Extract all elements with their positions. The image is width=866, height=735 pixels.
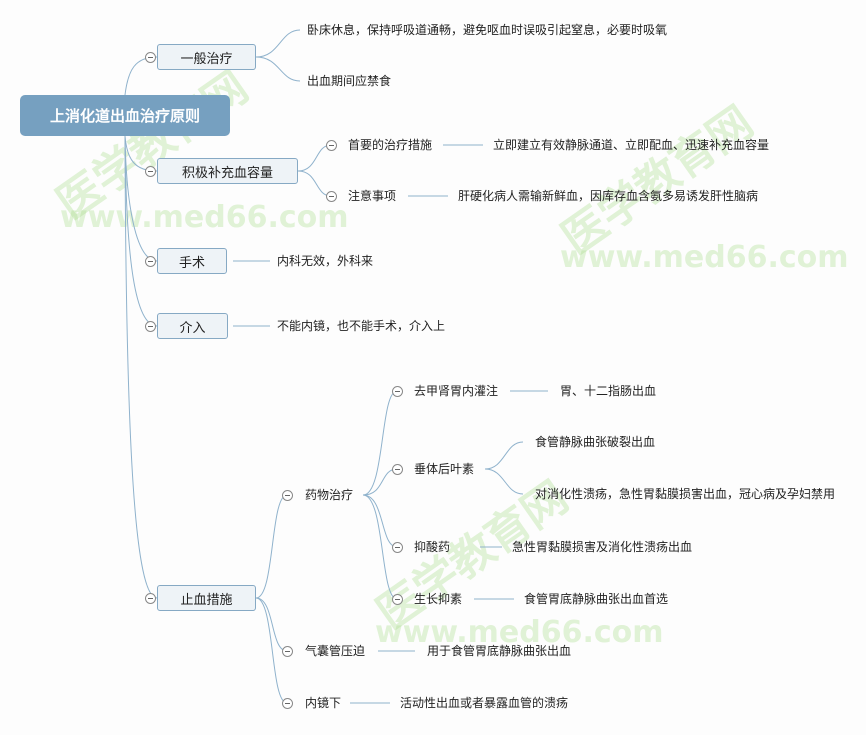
leaf-text: 食管静脉曲张破裂出血: [535, 435, 656, 449]
collapse-icon[interactable]: [145, 593, 156, 604]
node-norepinephrine[interactable]: 去甲肾胃内灌注: [414, 384, 499, 398]
leaf-text: 内科无效，外科来: [277, 254, 374, 268]
collapse-icon[interactable]: [282, 646, 293, 657]
collapse-icon[interactable]: [282, 698, 293, 709]
node-primary[interactable]: 首要的治疗措施: [348, 138, 433, 152]
collapse-icon[interactable]: [392, 594, 403, 605]
collapse-icon[interactable]: [392, 542, 403, 553]
node-vasopressin[interactable]: 垂体后叶素: [414, 462, 475, 476]
leaf-text: 用于食管胃底静脉曲张出血: [427, 644, 572, 658]
node-volume[interactable]: 积极补充血容量: [157, 158, 298, 184]
collapse-icon[interactable]: [282, 490, 293, 501]
node-balloon[interactable]: 气囊管压迫: [305, 644, 366, 658]
node-somatostatin[interactable]: 生长抑素: [414, 592, 463, 606]
leaf-text: 立即建立有效静脉通道、立即配血、迅速补充血容量: [493, 138, 770, 152]
collapse-icon[interactable]: [326, 191, 337, 202]
leaf-text: 胃、十二指肠出血: [560, 384, 657, 398]
node-hemostasis[interactable]: 止血措施: [157, 585, 256, 611]
node-endoscopy[interactable]: 内镜下: [305, 696, 342, 710]
leaf-text: 食管胃底静脉曲张出血首选: [524, 592, 669, 606]
leaf-text: 对消化性溃疡，急性胃黏膜损害出血，冠心病及孕妇禁用: [535, 487, 836, 501]
node-notice[interactable]: 注意事项: [348, 189, 397, 203]
collapse-icon[interactable]: [392, 464, 403, 475]
collapse-icon[interactable]: [145, 256, 156, 267]
leaf-text: 卧床休息，保持呼吸道通畅，避免呕血时误吸引起窒息，必要时吸氧: [307, 23, 668, 37]
collapse-icon[interactable]: [145, 321, 156, 332]
node-surgery[interactable]: 手术: [157, 248, 227, 274]
leaf-text: 不能内镜，也不能手术，介入上: [277, 319, 446, 333]
leaf-text: 出血期间应禁食: [307, 74, 392, 88]
collapse-icon[interactable]: [145, 52, 156, 63]
collapse-icon[interactable]: [145, 166, 156, 177]
root-node[interactable]: 上消化道出血治疗原则: [20, 95, 230, 136]
leaf-text: 活动性出血或者暴露血管的溃疡: [400, 696, 569, 710]
collapse-icon[interactable]: [392, 386, 403, 397]
leaf-text: 肝硬化病人需输新鲜血，因库存血含氨多易诱发肝性脑病: [458, 189, 759, 203]
node-drug[interactable]: 药物治疗: [305, 488, 354, 502]
node-intervention[interactable]: 介入: [157, 313, 228, 339]
node-general[interactable]: 一般治疗: [157, 44, 256, 70]
collapse-icon[interactable]: [326, 140, 337, 151]
leaf-text: 急性胃黏膜损害及消化性溃疡出血: [512, 540, 693, 554]
node-antacid[interactable]: 抑酸药: [414, 540, 451, 554]
